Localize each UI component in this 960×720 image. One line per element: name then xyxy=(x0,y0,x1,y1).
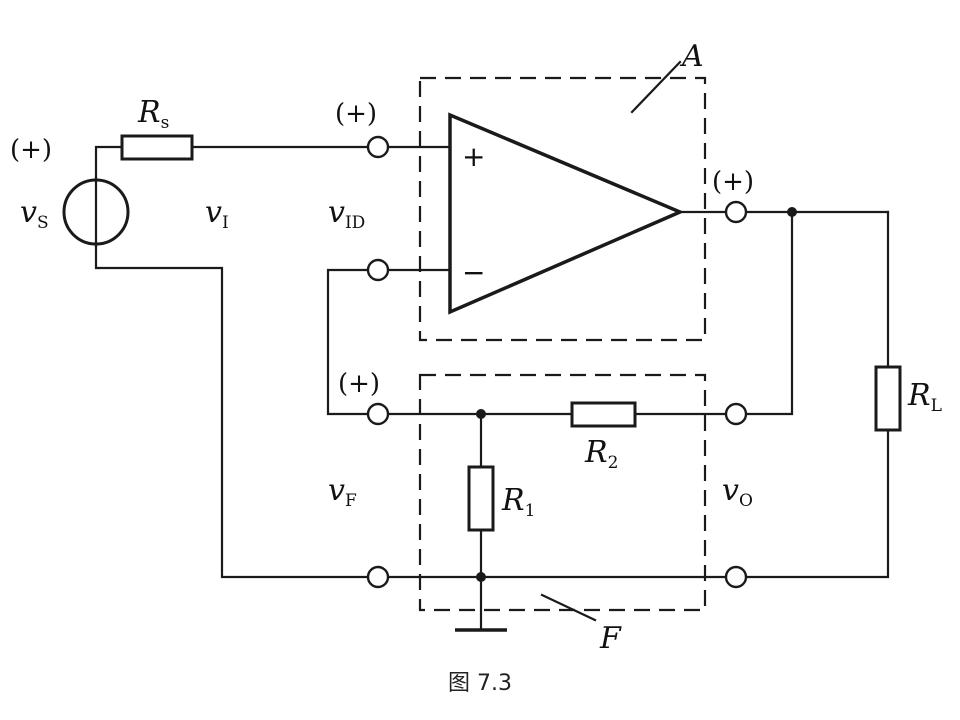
label-vi: vI xyxy=(205,195,229,233)
terminal-feedback-plus xyxy=(366,402,390,426)
terminal-output-plus xyxy=(724,200,748,224)
junction-output xyxy=(787,207,797,217)
terminal-input-minus xyxy=(366,258,390,282)
wire-source-return xyxy=(94,243,370,579)
junction-ground xyxy=(476,572,486,582)
resistor-rs xyxy=(120,134,194,161)
label-vf: vF xyxy=(328,473,357,511)
junction-feedback xyxy=(476,409,486,419)
label-r1: R1 xyxy=(501,483,535,521)
label-rs: Rs xyxy=(137,95,169,133)
wire-source-top xyxy=(94,145,124,182)
op-amp xyxy=(448,112,685,315)
opamp-minus-sign: − xyxy=(462,256,485,289)
feedback-block-f xyxy=(418,373,707,612)
polarity-feedback: (+) xyxy=(338,369,380,399)
label-rl: RL xyxy=(907,378,942,416)
label-block-a: A xyxy=(679,39,704,74)
label-vs: vS xyxy=(20,195,49,233)
label-block-f: F xyxy=(599,621,622,656)
label-r2: R2 xyxy=(584,435,618,473)
resistor-r2 xyxy=(570,401,637,428)
terminal-input-plus xyxy=(366,135,390,159)
label-vid: vID xyxy=(328,195,365,233)
terminal-feedback-in-plus xyxy=(724,402,748,426)
figure-caption: 图 7.3 xyxy=(448,671,512,696)
resistor-rl xyxy=(874,365,902,432)
wire-minus-to-feedback xyxy=(326,268,370,416)
terminal-output-minus xyxy=(724,565,748,589)
amplifier-block-a xyxy=(418,76,707,342)
wire-output-to-feedback xyxy=(744,210,794,416)
wire-load-return xyxy=(744,428,890,579)
label-vo: vO xyxy=(722,473,753,511)
opamp-plus-sign: + xyxy=(462,140,485,173)
resistor-r1 xyxy=(467,465,495,532)
polarity-source: (+) xyxy=(10,135,52,165)
block-f-leader xyxy=(540,593,597,622)
block-a-leader xyxy=(630,60,682,114)
polarity-input: (+) xyxy=(335,99,377,129)
terminal-feedback-minus xyxy=(366,565,390,589)
polarity-output: (+) xyxy=(712,167,754,197)
